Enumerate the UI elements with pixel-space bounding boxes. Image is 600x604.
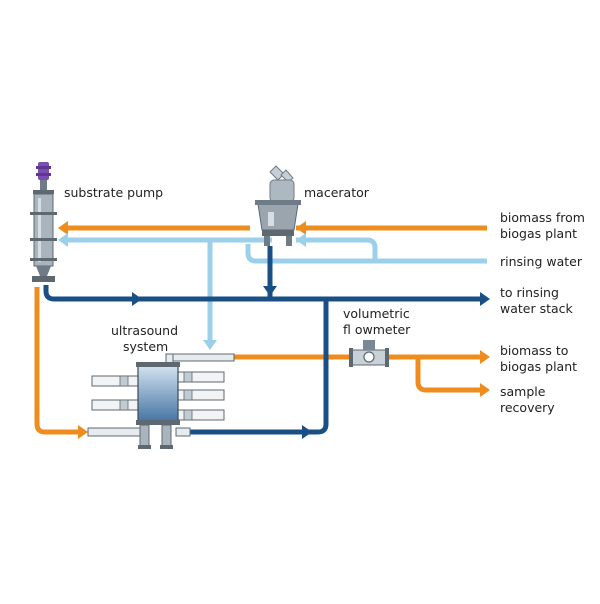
biomass-pump-to-ultrasound-line	[34, 287, 78, 435]
substrate-pump-label: substrate pump	[64, 185, 164, 200]
return-arrow-ultrasound	[302, 425, 312, 439]
sample-recovery-label: sample recovery	[500, 384, 555, 415]
rinsing-arrow-to-ultrasound	[203, 340, 217, 350]
rinsing-water-lines	[68, 237, 487, 340]
rinsing-water-label: rinsing water	[500, 254, 582, 269]
biomass-arrowheads	[58, 221, 490, 439]
biomass-arrow-to-sample	[480, 383, 490, 397]
rinsing-arrow-to-macerator	[296, 233, 306, 247]
rinsing-water-inlet-line	[245, 244, 487, 264]
ultrasound-system-label: ultrasound system	[111, 323, 179, 354]
pump-body	[33, 193, 54, 267]
macerator-label: macerator	[304, 185, 369, 200]
pump-coupling	[40, 180, 47, 190]
biomass-to-biogas-plant-label: biomass to biogas plant	[500, 343, 578, 374]
biomass-arrow-to-macerator	[296, 221, 306, 235]
return-arrow-macerator	[263, 286, 277, 296]
rinsing-return-ultrasound-line	[188, 299, 329, 435]
rinsing-return-main-line	[43, 285, 480, 302]
rinsing-water-arrowheads	[58, 233, 306, 350]
rinsing-arrow-to-pump	[58, 233, 68, 247]
substrate-pump	[30, 162, 57, 282]
biomass-arrow-to-ultrasound	[78, 425, 88, 439]
return-arrow-mid	[132, 292, 142, 306]
biomass-arrow-to-pump	[58, 221, 68, 235]
volumetric-flowmeter	[349, 340, 389, 367]
biomass-sample-branch-line	[415, 357, 480, 393]
pump-motor	[38, 162, 49, 180]
biomass-flow-lines	[34, 225, 487, 435]
volumetric-flowmeter-label: volumetric fl owmeter	[343, 306, 411, 337]
return-arrow-stack	[480, 292, 490, 306]
ultrasound-reactor-tank	[137, 363, 179, 425]
rinsing-return-arrowheads	[132, 286, 490, 439]
macerator	[255, 165, 301, 246]
biomass-arrow-to-plant	[480, 350, 490, 364]
to-rinsing-water-stack-label: to rinsing water stack	[500, 285, 573, 316]
ultrasound-system	[87, 353, 235, 449]
rinsing-water-loop-line	[296, 237, 378, 261]
biomass-from-biogas-plant-label: biomass from biogas plant	[500, 210, 585, 241]
